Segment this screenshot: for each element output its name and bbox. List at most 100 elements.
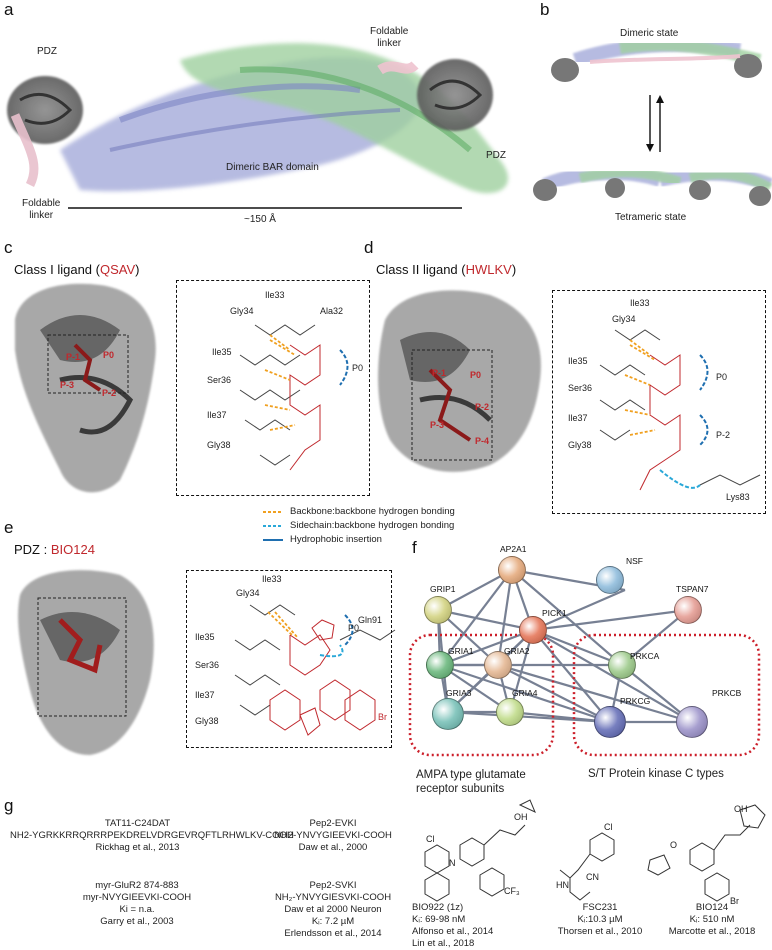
bar-domain-label: Dimeric BAR domain <box>226 162 319 173</box>
fsc231-hn: HN <box>556 880 569 890</box>
c-pocket-p0: P0 <box>103 350 115 360</box>
node-gria2-label: GRIA2 <box>504 646 530 656</box>
class2-pdz-structure <box>378 290 541 472</box>
node-prkca-label: PRKCA <box>630 651 660 661</box>
pkc-group-outline <box>572 633 761 757</box>
node-ap2a1-label: AP2A1 <box>500 544 527 554</box>
c-res-ile35: Ile35 <box>212 347 232 357</box>
d-pocket-p-1: P-1 <box>432 368 447 378</box>
network-edges <box>436 568 693 724</box>
panel-letter-b: b <box>540 0 550 19</box>
node-grip1[interactable] <box>424 596 452 624</box>
ref-bio922-cite1: Alfonso et al., 2014 <box>412 926 494 937</box>
bio124-oh: OH <box>734 804 748 814</box>
ref-bio124-name: BIO124 <box>695 902 729 913</box>
bio124-title-ligand: BIO124 <box>50 542 95 557</box>
ref-svki-name: Pep2-SVKI <box>309 880 357 891</box>
class2-title: Class II ligand (HWLKV) <box>376 262 516 277</box>
ref-evki-cite: Daw et al., 2000 <box>298 842 368 853</box>
panel-letter-g: g <box>4 796 14 815</box>
pdz-right-label: PDZ <box>486 150 506 161</box>
ref-tat11-name: TAT11-C24DAT <box>104 818 171 829</box>
c-res-ser36: Ser36 <box>207 375 232 385</box>
node-prkcg[interactable] <box>594 706 626 738</box>
ref-myr-ki: Ki = n.a. <box>119 904 155 915</box>
ref-bio124-cite: Marcotte et al., 2018 <box>668 926 756 937</box>
node-pick1[interactable] <box>519 616 547 644</box>
bio922-structure <box>424 799 536 902</box>
d-p2-label: P-2 <box>716 430 731 440</box>
ref-bio922-cite2: Lin et al., 2018 <box>412 938 475 949</box>
node-tspan7-label: TSPAN7 <box>676 584 709 594</box>
ref-pep2-evki: Pep2-EVKI NH2-YNVYGIEEVKI-COOH Daw et al… <box>268 818 398 854</box>
pdz-left-structure <box>7 76 83 188</box>
class1-hydrophobic <box>339 349 349 386</box>
ref-svki-cite2: Erlendsson et al., 2014 <box>284 928 382 939</box>
bio124-pdz-structure <box>18 570 154 755</box>
class1-title-prefix: Class I ligand ( <box>14 262 100 277</box>
node-grip1-label: GRIP1 <box>430 584 456 594</box>
panel-letter-c: c <box>4 238 13 257</box>
dimeric-state-structure <box>551 37 762 82</box>
ref-svki-ki: Kᵢ: 7.2 µM <box>311 916 355 927</box>
d-pocket-p-2: P-2 <box>475 402 490 412</box>
ref-fsc231-cite: Thorsen et al., 2010 <box>557 926 643 937</box>
bio124-ligand <box>269 619 376 736</box>
c-res-ile37: Ile37 <box>207 410 227 420</box>
dimeric-state-label: Dimeric state <box>620 28 679 39</box>
node-ap2a1[interactable] <box>498 556 526 584</box>
node-prkca[interactable] <box>608 651 636 679</box>
class1-hbonds <box>264 334 296 431</box>
class2-title-ligand: HWLKV <box>465 262 512 277</box>
c-p0-label: P0 <box>352 363 364 373</box>
node-gria3[interactable] <box>432 698 464 730</box>
tetrameric-state-label: Tetrameric state <box>615 212 687 223</box>
node-prkcg-label: PRKCG <box>620 696 651 706</box>
d-p0-label: P0 <box>716 372 728 382</box>
node-prkcb[interactable] <box>676 706 708 738</box>
c-pocket-p-2: P-2 <box>102 388 117 398</box>
node-gria4[interactable] <box>496 698 524 726</box>
ref-bio922-name: BIO922 (1z) <box>412 902 464 913</box>
d-res-gly38: Gly38 <box>568 440 592 450</box>
class2-interaction-diagram <box>599 329 761 486</box>
ref-myr-cite: Garry et al., 2003 <box>100 916 174 927</box>
scale-label: ~150 Å <box>244 214 276 225</box>
ref-evki-name: Pep2-EVKI <box>309 818 357 829</box>
node-tspan7[interactable] <box>674 596 702 624</box>
node-pick1-label: PICK1 <box>542 608 567 618</box>
node-gria1-label: GRIA1 <box>448 646 474 656</box>
ref-tat11-seq: NH2-YGRKKRRQRRRPEKDRELVDRGEVRQFTLRHWLKV-… <box>10 830 294 841</box>
node-nsf-label: NSF <box>626 556 643 566</box>
c-pocket-p-1: P-1 <box>66 352 81 362</box>
fsc231-cn: CN <box>586 872 599 882</box>
ref-fsc231: FSC231 Kᵢ:10.3 µM Thorsen et al., 2010 <box>550 902 650 938</box>
d-pocket-p0: P0 <box>470 370 482 380</box>
c-res-ala32: Ala32 <box>320 306 344 316</box>
d-pocket-p-4: P-4 <box>475 436 490 446</box>
node-gria1[interactable] <box>426 651 454 679</box>
bio124-detail-box <box>186 570 392 748</box>
ref-myr-seq: myr-NVYGIEEVKI-COOH <box>82 892 192 903</box>
fsc231-structure <box>559 832 615 901</box>
ref-fsc231-ki: Kᵢ:10.3 µM <box>577 914 623 925</box>
d-res-ile33: Ile33 <box>630 298 650 308</box>
tetrameric-state-structure <box>533 166 772 206</box>
e-res-ile33: Ile33 <box>262 574 282 584</box>
class1-detail-box <box>176 280 370 496</box>
pdz-right-structure <box>377 59 493 131</box>
panel-letter-e: e <box>4 518 14 537</box>
d-res-gly34: Gly34 <box>612 314 636 324</box>
e-res-ile37: Ile37 <box>195 690 215 700</box>
ref-tat11: TAT11-C24DAT NH2-YGRKKRRQRRRPEKDRELVDRGE… <box>10 818 294 854</box>
bio124-o: O <box>670 840 678 850</box>
node-gria2[interactable] <box>484 651 512 679</box>
panel-letter-f: f <box>412 538 417 557</box>
node-nsf[interactable] <box>596 566 624 594</box>
e-res-gln91: Gln91 <box>358 615 383 625</box>
ref-tat11-cite: Rickhag et al., 2013 <box>95 842 180 853</box>
foldable-linker-bottom-label: Foldable linker <box>22 198 61 221</box>
fsc231-cl: Cl <box>604 822 613 832</box>
ampa-group-label: AMPA type glutamate receptor subunits <box>416 769 526 795</box>
bio922-cf3: CF₃ <box>504 886 520 896</box>
